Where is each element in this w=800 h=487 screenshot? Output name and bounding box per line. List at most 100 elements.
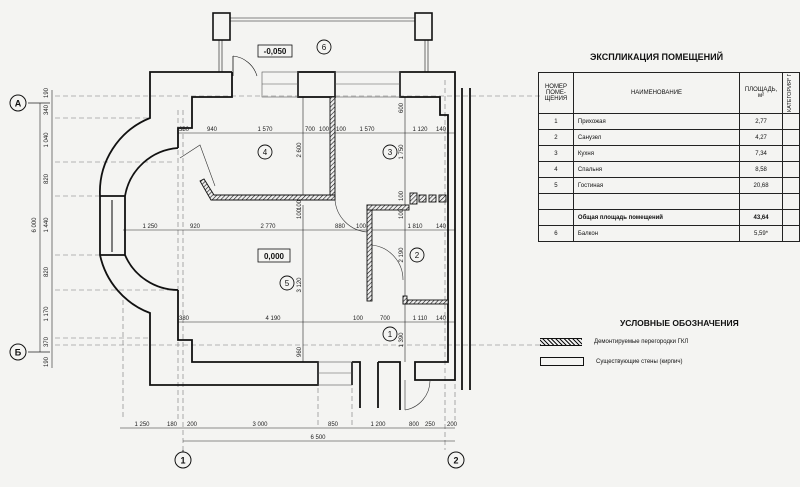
legend-item-demolished: Демонтируемые перегородки ГКЛ	[540, 338, 688, 346]
dimension-row1: 100	[336, 127, 347, 133]
room-bubble	[382, 326, 398, 342]
axis-label-a: А	[15, 99, 22, 109]
dimension-row1: 1 570	[257, 127, 273, 133]
axis-bubble-1	[174, 451, 192, 469]
header-area: ПЛОЩАДЬ, м²	[739, 72, 784, 114]
dimension-lines	[39, 90, 455, 442]
header-category: КАТЕГОРИЯ* ПОМЕЩЕНИЯ	[782, 72, 800, 114]
room-explication-table: НОМЕР ПОМЕ-ЩЕНИЯ НАИМЕНОВАНИЕ ПЛОЩАДЬ, м…	[538, 72, 800, 242]
dimension-vertical: 100	[399, 190, 405, 201]
dimension-left: 190	[44, 356, 50, 367]
dimension-row2: 1 250	[142, 224, 158, 230]
row-name: Спальня	[572, 161, 741, 178]
room-bubble	[409, 247, 425, 263]
dimension-row3: 140	[436, 316, 447, 322]
dimension-bottom: 6 500	[310, 435, 326, 441]
room-number: 5	[285, 279, 290, 288]
existing-walls	[99, 71, 471, 410]
axis-bubble-2	[447, 451, 465, 469]
axis-bubble-b	[9, 343, 27, 361]
dimension-bottom: 1 200	[370, 422, 386, 428]
dimension-row1: 700	[305, 127, 316, 133]
dimension-bottom: 200	[187, 422, 198, 428]
axis-label-1: 1	[180, 456, 185, 466]
dimension-left: 1 040	[44, 132, 50, 148]
dimension-row2: 140	[436, 224, 447, 230]
dimension-vertical: 100	[399, 208, 405, 219]
row-area: 20,68	[739, 177, 784, 194]
axis-bubble-a	[9, 94, 27, 112]
floor-level-mark: 0,000	[264, 252, 285, 261]
legend-item-existing: Существующие стены (кирпич)	[540, 357, 682, 366]
dimension-row1: 1 570	[359, 127, 375, 133]
level-marks: -0,050 0,000	[257, 44, 293, 263]
axis-markers: А Б 1 2	[9, 94, 465, 469]
dimension-left: 820	[44, 173, 50, 184]
dimension-row1: 140	[436, 127, 447, 133]
dimension-row3: 380	[179, 316, 190, 322]
dimension-vertical: 1 750	[399, 144, 405, 160]
row-area: 5,59*	[739, 225, 784, 242]
dimension-bottom: 180	[167, 422, 178, 428]
dimension-row3: 700	[380, 316, 391, 322]
row-name: Прихожая	[572, 113, 741, 130]
axis-label-b: Б	[15, 348, 22, 358]
dimension-vertical: 1 390	[399, 332, 405, 348]
row-number: 2	[538, 129, 574, 146]
row-name: Санузел	[572, 129, 741, 146]
dimension-bottom: 850	[328, 422, 339, 428]
room-number: 6	[322, 43, 327, 52]
dimension-row2: 880	[335, 224, 346, 230]
room-bubble	[257, 144, 273, 160]
dimension-left: 6 000	[32, 217, 38, 233]
row-number: 3	[538, 145, 574, 162]
row-area: 4,27	[739, 129, 784, 146]
dimension-row1: 940	[207, 127, 218, 133]
demolished-partitions	[199, 96, 449, 305]
legend-label: Существующие стены (кирпич)	[596, 358, 683, 365]
dimension-bottom: 800	[409, 422, 420, 428]
dimension-bottom: 200	[447, 422, 458, 428]
dimension-vertical: 3 120	[297, 277, 303, 293]
room-number: 2	[415, 251, 420, 260]
row-number: 6	[538, 225, 574, 242]
row-number: 1	[538, 113, 574, 130]
header-category-text: КАТЕГОРИЯ* ПОМЕЩЕНИЯ	[787, 74, 794, 112]
table-row-empty	[538, 193, 800, 210]
hatched-partition-symbol	[540, 338, 582, 346]
dimension-bottom: 3 000	[252, 422, 268, 428]
room-number: 1	[388, 330, 393, 339]
room-bubble	[316, 39, 332, 55]
row-number: 4	[538, 161, 574, 178]
windows	[111, 71, 401, 386]
dimension-vertical: 960	[297, 346, 303, 357]
room-number: 4	[263, 148, 268, 157]
dimension-left: 370	[44, 336, 50, 347]
dimension-row1: 380	[179, 127, 190, 133]
room-bubble	[382, 144, 398, 160]
doors	[179, 144, 431, 411]
row-name: Кухня	[572, 145, 741, 162]
dimension-row2: 2 770	[260, 224, 276, 230]
dimension-bottom: 250	[425, 422, 436, 428]
header-number: НОМЕР ПОМЕ-ЩЕНИЯ	[538, 72, 574, 114]
dimension-vertical: 2 600	[297, 142, 303, 158]
table-header-row: НОМЕР ПОМЕ-ЩЕНИЯ НАИМЕНОВАНИЕ ПЛОЩАДЬ, м…	[538, 72, 800, 114]
explication-title: ЭКСПЛИКАЦИЯ ПОМЕЩЕНИЙ	[590, 52, 724, 62]
row-name: Балкон	[572, 225, 741, 242]
dimension-vertical: 600	[399, 102, 405, 113]
row-area: 7,34	[739, 145, 784, 162]
row-area: 8,58	[739, 161, 784, 178]
row-area: 2,77	[739, 113, 784, 130]
